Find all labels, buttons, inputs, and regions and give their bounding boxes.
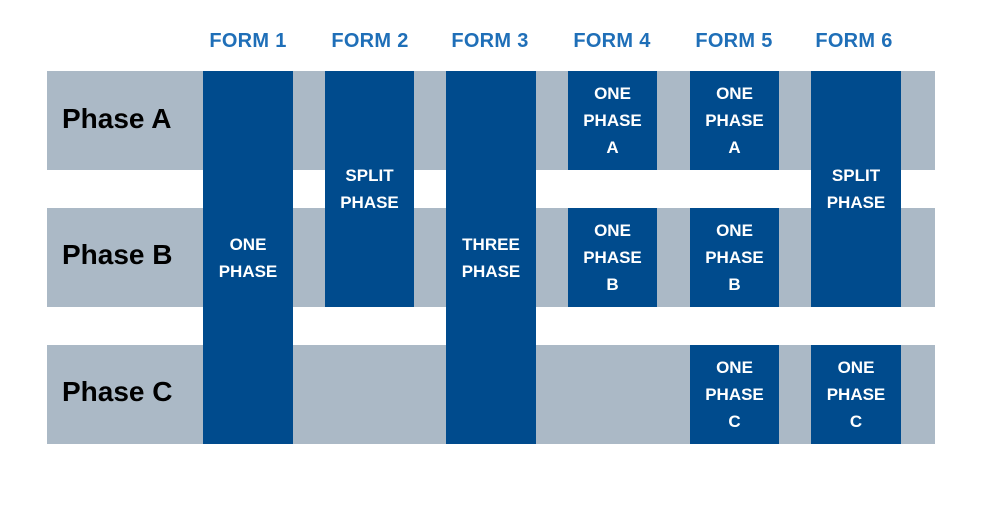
form-4-one-phase-a-block: ONE PHASE A	[568, 71, 657, 170]
form-2-header: FORM 2	[331, 30, 409, 52]
form-2-split-phase-block: SPLIT PHASE	[325, 71, 414, 307]
form-6-header: FORM 6	[815, 30, 893, 52]
form-3-three-phase-block: THREE PHASE	[446, 71, 536, 444]
phase-a-label: Phase A	[62, 103, 172, 134]
form-1-one-phase-block: ONE PHASE	[203, 71, 293, 444]
form-1-header: FORM 1	[209, 30, 287, 52]
form-6-split-phase-block: SPLIT PHASE	[811, 71, 901, 307]
phase-b-label: Phase B	[62, 239, 173, 270]
form-3-header: FORM 3	[451, 30, 529, 52]
form-4-one-phase-b-block: ONE PHASE B	[568, 208, 657, 307]
form-6-one-phase-c-block: ONE PHASE C	[811, 345, 901, 444]
form-5-one-phase-a-block: ONE PHASE A	[690, 71, 779, 170]
form-5-one-phase-b-block: ONE PHASE B	[690, 208, 779, 307]
phase-c-label: Phase C	[62, 376, 173, 407]
form-5-one-phase-c-block: ONE PHASE C	[690, 345, 779, 444]
form-5-header: FORM 5	[695, 30, 773, 52]
form-4-header: FORM 4	[573, 30, 651, 52]
